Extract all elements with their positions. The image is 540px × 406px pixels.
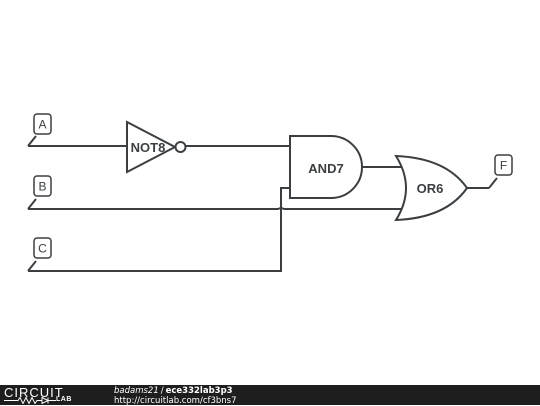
wire-b-to-or[interactable] <box>28 207 404 210</box>
logo-word: CIRCUIT <box>4 385 64 400</box>
input-pin-c-label: C <box>38 242 47 256</box>
and-gate-label: AND7 <box>308 161 343 176</box>
input-pin-b[interactable]: B <box>27 175 52 210</box>
input-pin-b-label: B <box>38 180 46 194</box>
input-pin-c[interactable]: C <box>27 237 52 272</box>
footer-bar: CIRCUIT LAB badams21/ece332lab3p3 http:/… <box>0 385 540 406</box>
output-pin-f[interactable]: F <box>488 154 513 189</box>
wire-c-to-and[interactable] <box>28 187 290 272</box>
circuitlab-logo[interactable]: CIRCUIT LAB <box>4 385 104 404</box>
not-gate-label: NOT8 <box>131 140 166 155</box>
project-link[interactable]: ece332lab3p3 <box>165 386 233 396</box>
credit-line: badams21/ece332lab3p3 <box>114 386 233 396</box>
project-url[interactable]: http://circuitlab.com/cf3bns7 <box>114 396 237 406</box>
author-link[interactable]: badams21 <box>114 386 159 396</box>
credit-separator: / <box>160 386 164 396</box>
output-pin-f-label: F <box>500 159 507 173</box>
schematic-canvas: A B C F NOT8 AND7 OR6 <box>27 113 513 272</box>
resistor-icon <box>4 397 56 404</box>
and-gate[interactable]: AND7 <box>289 135 363 199</box>
input-pin-a-label: A <box>38 118 46 132</box>
or-gate-label: OR6 <box>417 181 444 196</box>
logo-sub: LAB <box>56 396 72 403</box>
not-gate[interactable]: NOT8 <box>126 120 187 174</box>
input-pin-a[interactable]: A <box>27 113 52 147</box>
or-gate[interactable]: OR6 <box>394 154 469 222</box>
